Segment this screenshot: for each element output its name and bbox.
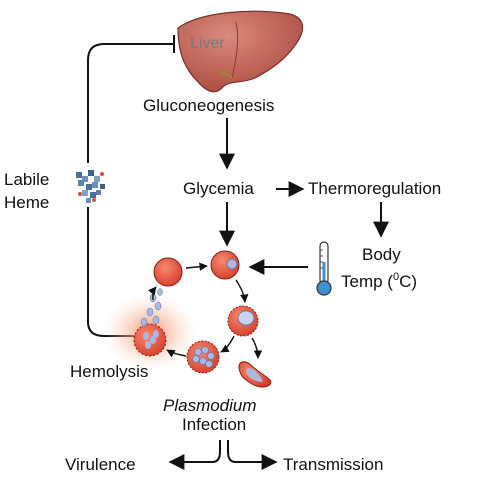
rbc-ring-stage [210, 250, 240, 280]
virulence-label: Virulence [65, 455, 136, 474]
cycle-arrow-gametocyte [251, 337, 263, 359]
hemolysis-label: Hemolysis [70, 362, 148, 381]
rbc-uninfected [153, 257, 183, 287]
temp-label: Temp (0C) [341, 271, 417, 291]
transmission-label: Transmission [283, 455, 383, 474]
liver-illustration [177, 10, 304, 93]
gametocyte [238, 361, 272, 388]
heme-label: Heme [4, 193, 49, 212]
temp-superscript: 0 [393, 271, 399, 283]
cycle-arrow-4 [166, 349, 187, 358]
rbc-schizont [186, 340, 220, 374]
infection-label: Infection [182, 415, 246, 434]
rbc-rupturing [133, 323, 167, 357]
gluconeogenesis-label: Gluconeogenesis [143, 96, 274, 115]
temp-suffix: C) [399, 272, 417, 291]
thermometer-icon [316, 241, 332, 296]
thermoregulation-label: Thermoregulation [308, 179, 441, 198]
body-label: Body [362, 245, 401, 264]
cycle-arrow-3 [220, 335, 235, 353]
rbc-trophozoite [227, 305, 259, 337]
labile-label: Labile [4, 170, 49, 189]
arrow-to-virulence [168, 440, 221, 470]
cycle-arrow-2 [235, 279, 249, 303]
arrow-to-transmission [227, 440, 278, 470]
temp-prefix: Temp ( [341, 272, 393, 291]
liver-label: Liver [190, 35, 225, 52]
glycemia-label: Glycemia [183, 179, 254, 198]
inhibition-line [87, 43, 174, 163]
cycle-arrow-5 [147, 286, 157, 301]
plasmodium-label: Plasmodium [163, 396, 257, 415]
cycle-arrow-1 [185, 262, 208, 271]
released-merozoites [140, 288, 163, 327]
heme-cluster-icon [76, 170, 105, 203]
hemolysis-to-heme-line [87, 207, 140, 337]
